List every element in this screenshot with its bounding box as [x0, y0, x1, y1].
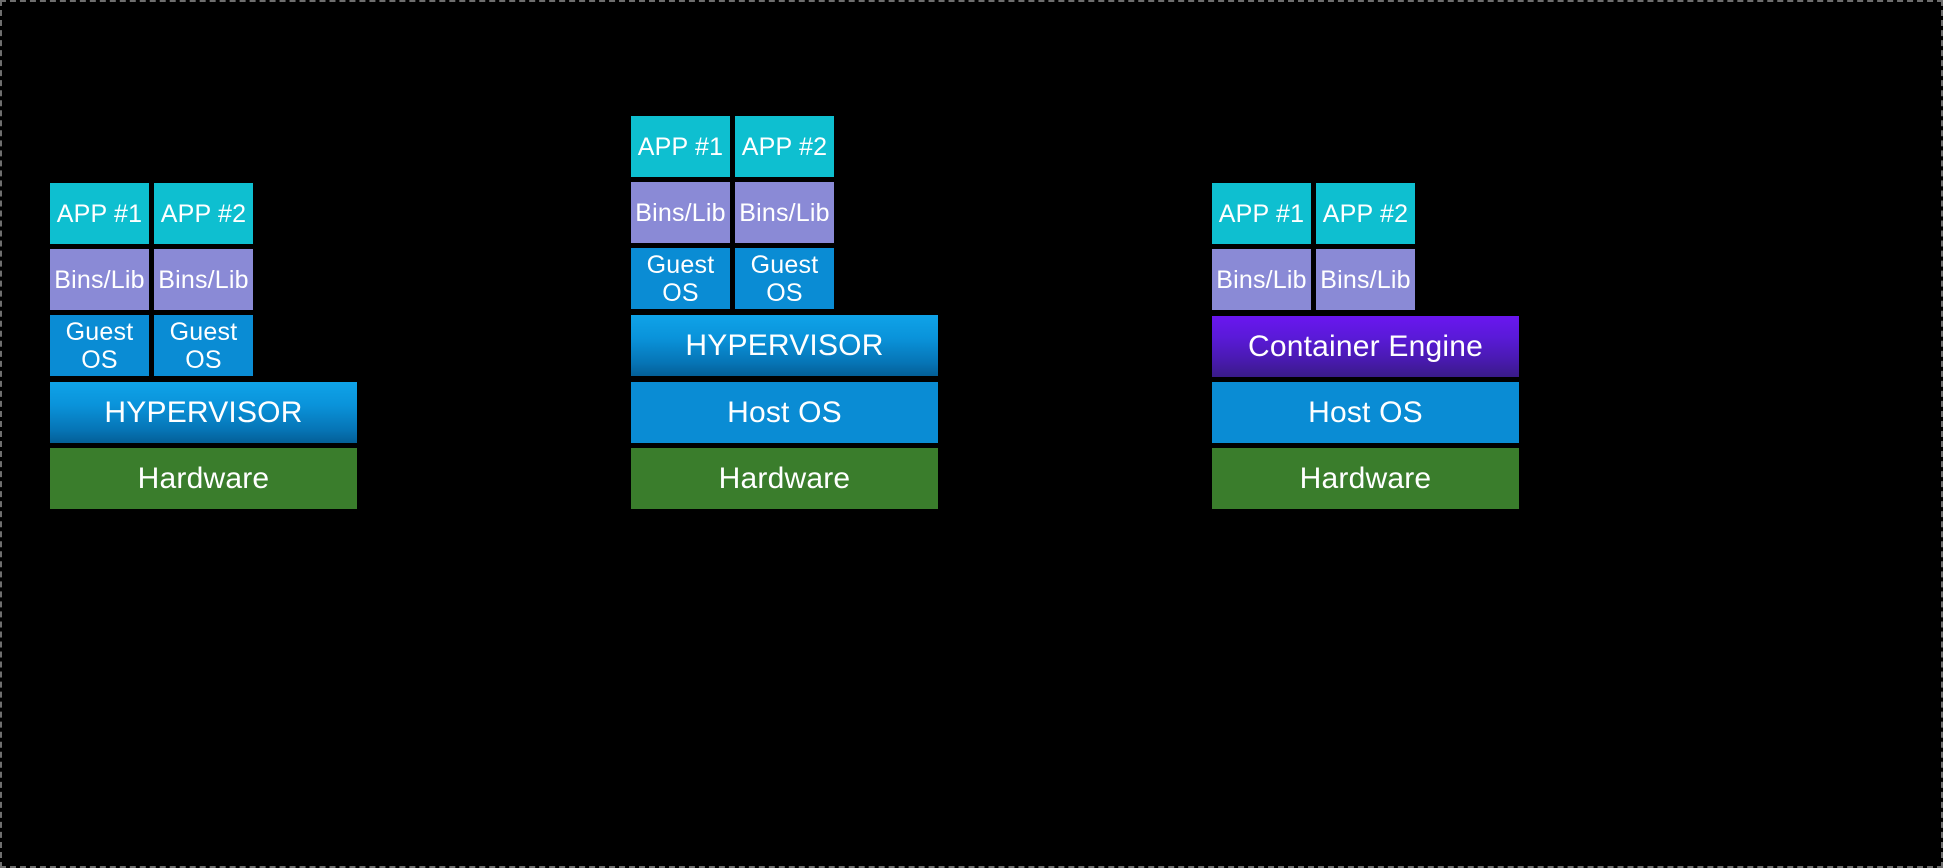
bins-lib-box: Bins/Lib	[1212, 249, 1311, 310]
app-box: APP #1	[631, 116, 730, 177]
host-os-bar: Host OS	[631, 382, 938, 443]
guest-os-box: Guest OS	[50, 315, 149, 376]
guest-os-box: Guest OS	[154, 315, 253, 376]
container-engine-bar: Container Engine	[1212, 316, 1519, 377]
app-box: APP #2	[735, 116, 834, 177]
guest-os-box: Guest OS	[735, 248, 834, 309]
bins-lib-box: Bins/Lib	[50, 249, 149, 310]
app-box: APP #2	[154, 183, 253, 244]
app-box: APP #1	[1212, 183, 1311, 244]
stack-type-1-hypervisor: APP #1 APP #2 Bins/Lib Bins/Lib Guest OS…	[50, 183, 360, 510]
app-box: APP #1	[50, 183, 149, 244]
bins-lib-box: Bins/Lib	[1316, 249, 1415, 310]
stack-containers: APP #1 APP #2 Bins/Lib Bins/Lib Containe…	[1212, 183, 1522, 510]
hypervisor-bar: HYPERVISOR	[631, 315, 938, 376]
bins-lib-box: Bins/Lib	[631, 182, 730, 243]
hardware-bar: Hardware	[631, 448, 938, 509]
bins-lib-box: Bins/Lib	[154, 249, 253, 310]
hardware-bar: Hardware	[50, 448, 357, 509]
bins-lib-box: Bins/Lib	[735, 182, 834, 243]
stack-type-2-hypervisor: APP #1 APP #2 Bins/Lib Bins/Lib Guest OS…	[631, 116, 941, 510]
host-os-bar: Host OS	[1212, 382, 1519, 443]
app-box: APP #2	[1316, 183, 1415, 244]
hardware-bar: Hardware	[1212, 448, 1519, 509]
guest-os-box: Guest OS	[631, 248, 730, 309]
hypervisor-bar: HYPERVISOR	[50, 382, 357, 443]
